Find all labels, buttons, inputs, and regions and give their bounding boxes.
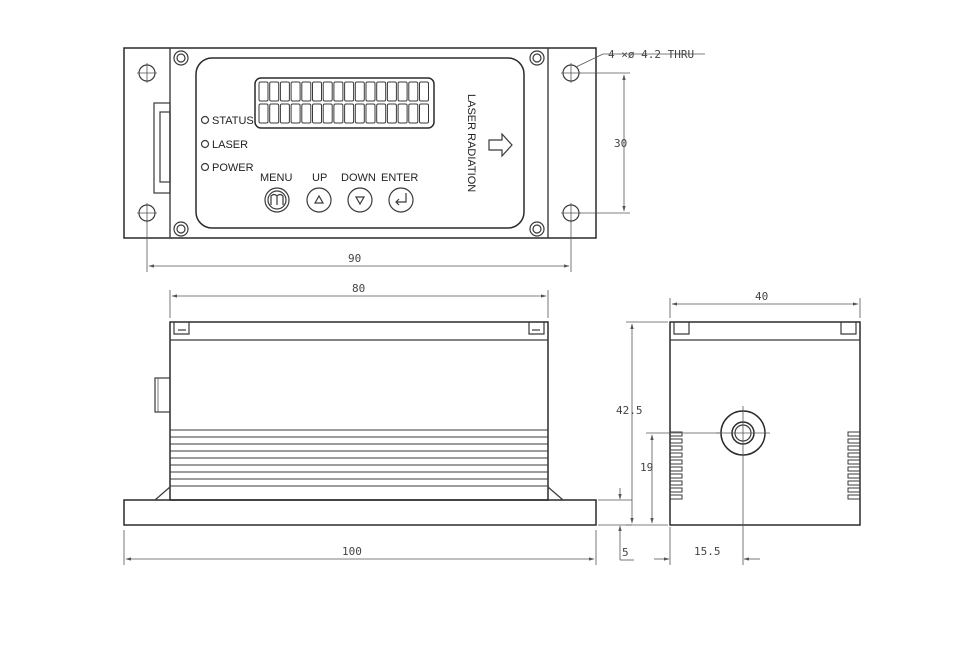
side-connector-knob <box>154 377 171 413</box>
up-button <box>306 187 332 213</box>
button-label-menu: MENU <box>260 172 292 184</box>
lcd-cell <box>397 81 408 102</box>
indicator-power: POWER <box>200 162 254 174</box>
dim-90-text: 90 <box>348 252 361 265</box>
front-outer-frame <box>123 47 597 239</box>
lcd-cell <box>290 103 301 124</box>
enter-button <box>388 187 414 213</box>
front-view: STATUS LASER POWER MENU UP DOWN ENTER <box>123 47 705 272</box>
dim-40-text: 40 <box>755 290 768 303</box>
lcd-cell <box>279 103 290 124</box>
lcd-cell <box>344 103 355 124</box>
lcd-cell <box>376 103 387 124</box>
side-connector <box>153 102 171 194</box>
end-fins-right <box>847 431 861 500</box>
indicator-label-power: POWER <box>212 162 254 174</box>
side-view: 80 100 5 <box>123 282 634 565</box>
enter-return-icon <box>395 193 407 206</box>
dim-15-5-text: 15.5 <box>694 545 721 558</box>
lcd-cell <box>269 81 280 102</box>
lcd-cell <box>408 103 419 124</box>
down-triangle-icon <box>354 196 366 206</box>
lcd-cell <box>312 81 322 102</box>
lcd-cell <box>354 103 365 124</box>
lcd-cell <box>397 103 408 124</box>
indicator-label-laser: LASER <box>212 139 248 151</box>
lcd-cell <box>322 103 333 124</box>
lcd-cell <box>301 103 312 124</box>
lcd-cell <box>376 81 387 102</box>
dim-100-text: 100 <box>342 545 362 558</box>
lcd-cell <box>419 81 429 102</box>
indicator-laser: LASER <box>200 139 248 151</box>
lcd-cell <box>408 81 419 102</box>
lcd-cell <box>354 81 365 102</box>
heat-sink-fins <box>170 429 548 487</box>
hole-note-text: 4 ×ø 4.2 THRU <box>608 48 694 61</box>
lcd-cell <box>333 81 344 102</box>
lcd-cell <box>322 81 333 102</box>
menu-button <box>264 187 290 213</box>
dim-80-text: 80 <box>352 282 365 295</box>
dim-19-text: 19 <box>640 461 653 474</box>
end-view: 40 42.5 19 15.5 <box>616 290 861 565</box>
laser-radiation-label: LASER RADIATION <box>465 94 477 192</box>
laser-body-side <box>169 321 549 501</box>
indicator-label-status: STATUS <box>212 115 254 127</box>
dim-5-text: 5 <box>622 546 629 559</box>
menu-m-icon <box>270 193 284 205</box>
laser-body-end <box>669 321 861 526</box>
lcd-cell <box>386 103 397 124</box>
base-plate <box>123 499 597 526</box>
lcd-cell <box>419 103 429 124</box>
lcd-cell <box>365 81 376 102</box>
aperture-icon <box>716 406 770 565</box>
lcd-cell <box>279 81 290 102</box>
lcd-cell <box>386 81 397 102</box>
lcd-cell <box>312 103 322 124</box>
fin-comb <box>847 431 861 500</box>
button-label-enter: ENTER <box>381 172 418 184</box>
down-button <box>347 187 373 213</box>
lcd-cell <box>258 81 269 102</box>
lcd-display <box>254 77 435 129</box>
mounting-hole-icon <box>137 63 581 223</box>
lcd-cell <box>269 103 280 124</box>
up-triangle-icon <box>313 194 325 204</box>
lcd-cell <box>365 103 376 124</box>
lcd-cell <box>344 81 355 102</box>
dim-42-5-text: 42.5 <box>616 404 643 417</box>
corner-screw-icon <box>173 50 545 237</box>
button-label-up: UP <box>312 172 327 184</box>
laser-arrow-icon <box>488 132 513 158</box>
end-fins-left <box>669 431 683 500</box>
front-panel <box>195 57 525 229</box>
lcd-cell <box>258 103 269 124</box>
lcd-cell <box>301 81 312 102</box>
dim-30-text: 30 <box>614 137 627 150</box>
button-label-down: DOWN <box>341 172 376 184</box>
fin-comb <box>669 431 683 500</box>
indicator-status: STATUS <box>200 115 254 127</box>
lcd-cell <box>290 81 301 102</box>
lcd-cell <box>333 103 344 124</box>
